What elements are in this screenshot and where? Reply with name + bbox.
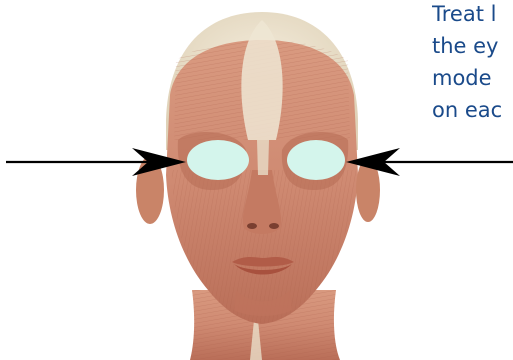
caption-line-1: Treat l bbox=[432, 2, 496, 26]
nasal-bridge bbox=[257, 140, 269, 175]
left-nostril bbox=[247, 223, 257, 229]
right-eye-patch bbox=[287, 140, 345, 180]
instruction-text: Treat l the ey mode on eac bbox=[432, 0, 513, 140]
head-illustration bbox=[136, 12, 380, 360]
caption-line-4: on eac bbox=[432, 98, 502, 122]
caption-line-2: the ey bbox=[432, 34, 499, 58]
left-eye-patch bbox=[187, 140, 249, 180]
right-nostril bbox=[269, 223, 279, 229]
caption-line-3: mode bbox=[432, 66, 492, 90]
